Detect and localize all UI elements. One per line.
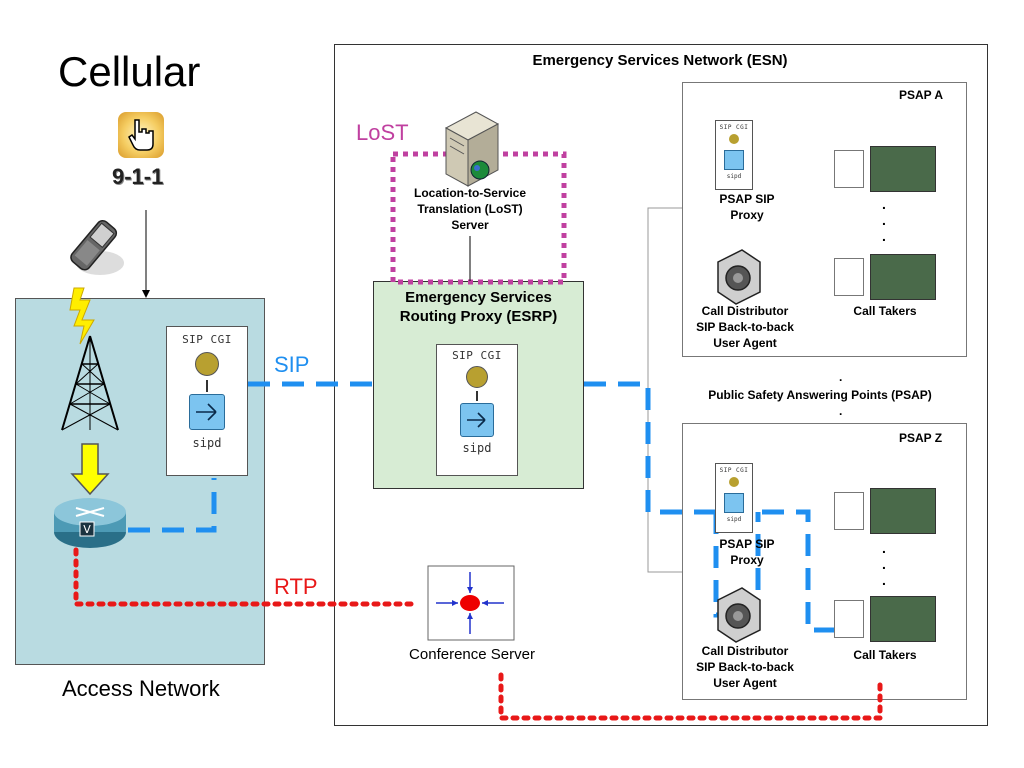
router-icon: V <box>54 498 126 548</box>
esn-title: Emergency Services Network (ESN) <box>532 52 788 69</box>
psap-a-distributor-label-1: Call Distributor <box>701 304 789 318</box>
psap-a-dots-2: . <box>882 212 886 228</box>
sip-card-title: SIP CGI <box>719 467 749 474</box>
psap-a-distributor-label-3: User Agent <box>713 336 777 350</box>
sip-phone-icon <box>834 600 864 638</box>
psap-z-title: PSAP Z <box>899 431 943 445</box>
arrow-up-icon <box>476 391 478 401</box>
gear-script-icon <box>195 352 219 376</box>
rtp-label: RTP <box>274 574 318 599</box>
call-taker-station-z2 <box>834 596 938 642</box>
dial-label: 9-1-1 <box>112 164 164 189</box>
sip-card-title: SIP CGI <box>452 349 502 362</box>
rtp-line-access-conf <box>73 547 421 607</box>
map-display-icon <box>870 146 936 192</box>
gear-script-icon <box>466 366 488 388</box>
lost-server-label-1: Location-to-Service <box>413 186 527 200</box>
psap-a-distributor-label-2: SIP Back-to-back <box>696 320 794 334</box>
sip-card-sipd: sipd <box>726 173 742 180</box>
sip-line-router <box>128 478 217 533</box>
sip-router-icon <box>189 394 225 430</box>
psap-section-label: Public Safety Answering Points (PSAP) <box>708 388 932 402</box>
sip-card-sipd: sipd <box>726 516 742 523</box>
psap-z-dots-3: . <box>882 572 886 588</box>
server-icon <box>444 111 500 187</box>
access-network-label: Access Network <box>62 676 220 701</box>
psap-z-distributor-label-2: SIP Back-to-back <box>696 660 794 674</box>
call-distributor-icon-z <box>717 587 761 643</box>
map-display-icon <box>870 254 936 300</box>
hand-pointer-icon <box>118 112 164 158</box>
sip-label: SIP <box>274 352 310 377</box>
conference-server-icon <box>427 565 515 641</box>
sip-card-title: SIP CGI <box>719 124 749 131</box>
call-taker-station-a1 <box>834 146 938 192</box>
psap-z-proxy-label-1: PSAP SIP <box>719 537 775 551</box>
lost-server-label-2: Translation (LoST) <box>417 202 523 216</box>
sip-router-icon <box>724 493 744 513</box>
lost-dotted-box <box>390 151 567 285</box>
sip-card-esrp: SIP CGI sipd <box>436 344 518 476</box>
sip-router-icon <box>724 150 744 170</box>
sip-card-psap-a: SIP CGI sipd <box>715 120 753 190</box>
psap-a-dots-1: . <box>882 196 886 212</box>
sip-card-sipd: sipd <box>462 441 492 455</box>
psap-a-dots-3: . <box>882 228 886 244</box>
sip-card-sipd: sipd <box>192 436 222 450</box>
arrow-up-icon <box>206 380 208 392</box>
esrp-label-line1: Emergency Services <box>405 289 552 306</box>
sip-card-title: SIP CGI <box>182 333 232 346</box>
conference-server-label: Conference Server <box>409 646 535 663</box>
psap-a-proxy-label-1: PSAP SIP <box>719 192 775 206</box>
psap-z-distributor-label-3: User Agent <box>713 676 777 690</box>
rtp-line-conf-psap <box>498 672 883 721</box>
map-display-icon <box>870 488 936 534</box>
lost-label: LoST <box>356 120 409 145</box>
dial-arrow-head <box>142 290 150 298</box>
psap-a-title: PSAP A <box>899 88 944 102</box>
gear-script-icon <box>729 477 739 487</box>
sip-card-access: SIP CGI sipd <box>166 326 248 476</box>
sip-phone-icon <box>834 150 864 188</box>
sip-line-esrp-psap <box>584 381 834 633</box>
sip-phone-icon <box>834 492 864 530</box>
sip-router-icon <box>460 403 494 437</box>
map-display-icon <box>870 596 936 642</box>
psap-dots-below: . <box>839 404 843 418</box>
psap-a-call-takers-label: Call Takers <box>853 304 917 318</box>
psap-z-dots-2: . <box>882 556 886 572</box>
psap-bracket <box>647 207 682 573</box>
cell-phone-icon <box>60 213 126 284</box>
sip-card-psap-z: SIP CGI sipd <box>715 463 753 533</box>
call-distributor-icon-a <box>717 249 761 305</box>
psap-a-proxy-label-2: Proxy <box>730 208 764 222</box>
gear-script-icon <box>729 134 739 144</box>
page-title: Cellular <box>58 48 201 95</box>
call-taker-station-z1 <box>834 488 938 534</box>
call-taker-station-a2 <box>834 254 938 300</box>
sip-phone-icon <box>834 258 864 296</box>
psap-dots-above: . <box>839 370 843 384</box>
esrp-label-line2: Routing Proxy (ESRP) <box>399 308 558 325</box>
psap-z-call-takers-label: Call Takers <box>853 648 917 662</box>
psap-z-dots-1: . <box>882 540 886 556</box>
yellow-arrow-icon <box>70 443 110 496</box>
lost-server-label-3: Server <box>451 218 489 232</box>
cell-tower-icon <box>61 335 119 431</box>
psap-z-proxy-label-2: Proxy <box>730 553 764 567</box>
lightning-bolt-icon <box>69 287 95 345</box>
psap-z-distributor-label-1: Call Distributor <box>701 644 789 658</box>
svg-text:V: V <box>83 523 91 536</box>
